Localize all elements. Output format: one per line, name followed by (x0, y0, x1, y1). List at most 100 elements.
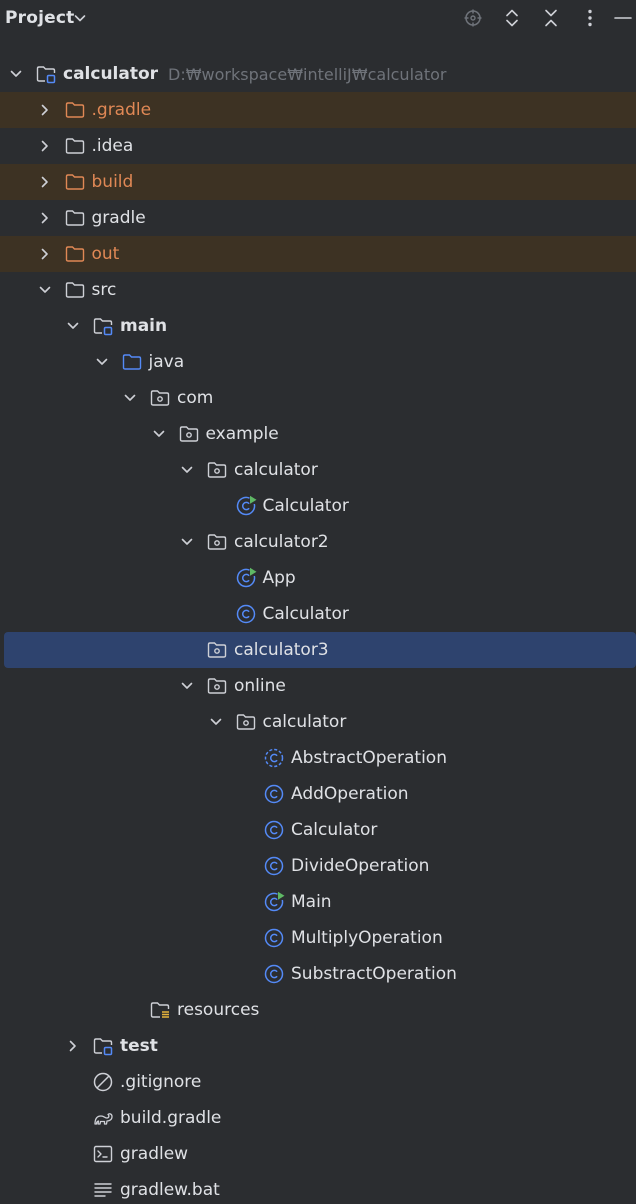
tree-node-build[interactable]: build (0, 164, 636, 200)
chevron-down-icon[interactable] (38, 283, 52, 297)
more-options-icon[interactable] (577, 5, 603, 31)
chevron-right-icon[interactable] (38, 175, 52, 189)
class-icon (263, 819, 285, 841)
tree-node-class-addoperation[interactable]: AddOperation (0, 776, 636, 812)
tree-node-label: gradle (91, 208, 146, 228)
chevron-down-icon[interactable] (180, 535, 194, 549)
tree-node-class-multiplyoperation[interactable]: MultiplyOperation (0, 920, 636, 956)
chevron-right-icon[interactable] (38, 211, 52, 225)
chevron-right-icon[interactable] (38, 139, 52, 153)
locate-icon[interactable] (460, 5, 486, 31)
tree-node-pkg-online[interactable]: online (0, 668, 636, 704)
tree-node-label: gradlew.bat (120, 1180, 220, 1200)
tree-node-label: calculator (262, 712, 347, 732)
package-icon (149, 387, 171, 409)
tree-node-idea[interactable]: .idea (0, 128, 636, 164)
text-file-icon (92, 1179, 114, 1201)
tree-node-pkg-calculator3[interactable]: calculator3 (4, 632, 636, 668)
runnable-class-icon (235, 495, 257, 517)
tree-node-pkg-online-calculator[interactable]: calculator (0, 704, 636, 740)
minimize-icon[interactable] (610, 5, 636, 31)
package-icon (206, 459, 228, 481)
tree-node-label: online (234, 676, 286, 696)
tree-node-test[interactable]: test (0, 1028, 636, 1064)
tool-window-header: Project (0, 0, 636, 38)
excluded-folder-icon (64, 243, 86, 265)
chevron-down-icon[interactable] (9, 67, 23, 81)
project-tree: calculator D:₩workspace₩intelliJ₩calculat… (0, 56, 636, 1204)
tree-node-label: AddOperation (291, 784, 409, 804)
tool-window-title[interactable]: Project (5, 8, 75, 28)
tree-node-label: .gradle (91, 100, 152, 120)
tree-node-build-gradle[interactable]: build.gradle (0, 1100, 636, 1136)
tree-node-label: .idea (91, 136, 134, 156)
abstract-class-icon (263, 747, 285, 769)
chevron-down-icon[interactable] (209, 715, 223, 729)
tree-node-label: resources (177, 1000, 260, 1020)
class-icon (263, 927, 285, 949)
tree-node-class-main[interactable]: Main (0, 884, 636, 920)
tree-node-class-calculator-1[interactable]: Calculator (0, 488, 636, 524)
tree-node-class-calculator-3[interactable]: Calculator (0, 812, 636, 848)
tree-node-path-hint: D:₩workspace₩intelliJ₩calculator (168, 65, 447, 84)
chevron-down-icon[interactable] (123, 391, 137, 405)
shell-script-icon (92, 1143, 114, 1165)
source-folder-icon (121, 351, 143, 373)
tree-node-example[interactable]: example (0, 416, 636, 452)
chevron-right-icon[interactable] (66, 1039, 80, 1053)
module-folder-icon (92, 1035, 114, 1057)
tree-node-gradlew[interactable]: gradlew (0, 1136, 636, 1172)
tree-node-class-divideoperation[interactable]: DivideOperation (0, 848, 636, 884)
chevron-right-icon[interactable] (38, 103, 52, 117)
tree-node-resources[interactable]: resources (0, 992, 636, 1028)
tree-node-gitignore[interactable]: .gitignore (0, 1064, 636, 1100)
module-folder-icon (92, 315, 114, 337)
tree-node-label: AbstractOperation (291, 748, 447, 768)
collapse-all-icon[interactable] (538, 5, 564, 31)
tree-node-pkg-calculator[interactable]: calculator (0, 452, 636, 488)
folder-icon (64, 207, 86, 229)
tree-node-label: calculator2 (234, 532, 329, 552)
tree-node-label: .gitignore (120, 1072, 202, 1092)
tree-node-label: com (177, 388, 214, 408)
tree-node-label: test (120, 1036, 158, 1056)
chevron-right-icon[interactable] (38, 247, 52, 261)
tree-node-class-abstractoperation[interactable]: AbstractOperation (0, 740, 636, 776)
package-icon (178, 423, 200, 445)
class-icon (235, 603, 257, 625)
chevron-down-icon[interactable] (95, 355, 109, 369)
tree-node-label: Calculator (291, 820, 378, 840)
chevron-down-icon[interactable] (72, 10, 88, 26)
tree-node-gradle-dot[interactable]: .gradle (0, 92, 636, 128)
tree-node-java[interactable]: java (0, 344, 636, 380)
tree-node-src[interactable]: src (0, 272, 636, 308)
chevron-down-icon[interactable] (180, 679, 194, 693)
runnable-class-icon (263, 891, 285, 913)
tree-node-calculator-root[interactable]: calculator D:₩workspace₩intelliJ₩calculat… (0, 56, 636, 92)
chevron-down-icon[interactable] (180, 463, 194, 477)
class-icon (263, 783, 285, 805)
tree-node-com[interactable]: com (0, 380, 636, 416)
tree-node-out[interactable]: out (0, 236, 636, 272)
tree-node-label: SubstractOperation (291, 964, 457, 984)
tree-node-main[interactable]: main (0, 308, 636, 344)
tree-node-class-app[interactable]: App (0, 560, 636, 596)
expand-all-icon[interactable] (499, 5, 525, 31)
package-icon (206, 675, 228, 697)
tree-node-pkg-calculator2[interactable]: calculator2 (0, 524, 636, 560)
chevron-down-icon[interactable] (152, 427, 166, 441)
tree-node-gradle[interactable]: gradle (0, 200, 636, 236)
tree-node-class-calculator-2[interactable]: Calculator (0, 596, 636, 632)
gradle-file-icon (92, 1107, 114, 1129)
tree-node-label: gradlew (120, 1144, 189, 1164)
tree-node-label: calculator (63, 64, 159, 84)
tree-node-gradlew-bat[interactable]: gradlew.bat (0, 1172, 636, 1204)
package-icon (235, 711, 257, 733)
tree-node-label: calculator3 (234, 640, 329, 660)
tree-node-label: calculator (234, 460, 318, 480)
chevron-down-icon[interactable] (66, 319, 80, 333)
tree-node-label: Calculator (262, 496, 349, 516)
tree-node-class-substractoperation[interactable]: SubstractOperation (0, 956, 636, 992)
runnable-class-icon (235, 567, 257, 589)
